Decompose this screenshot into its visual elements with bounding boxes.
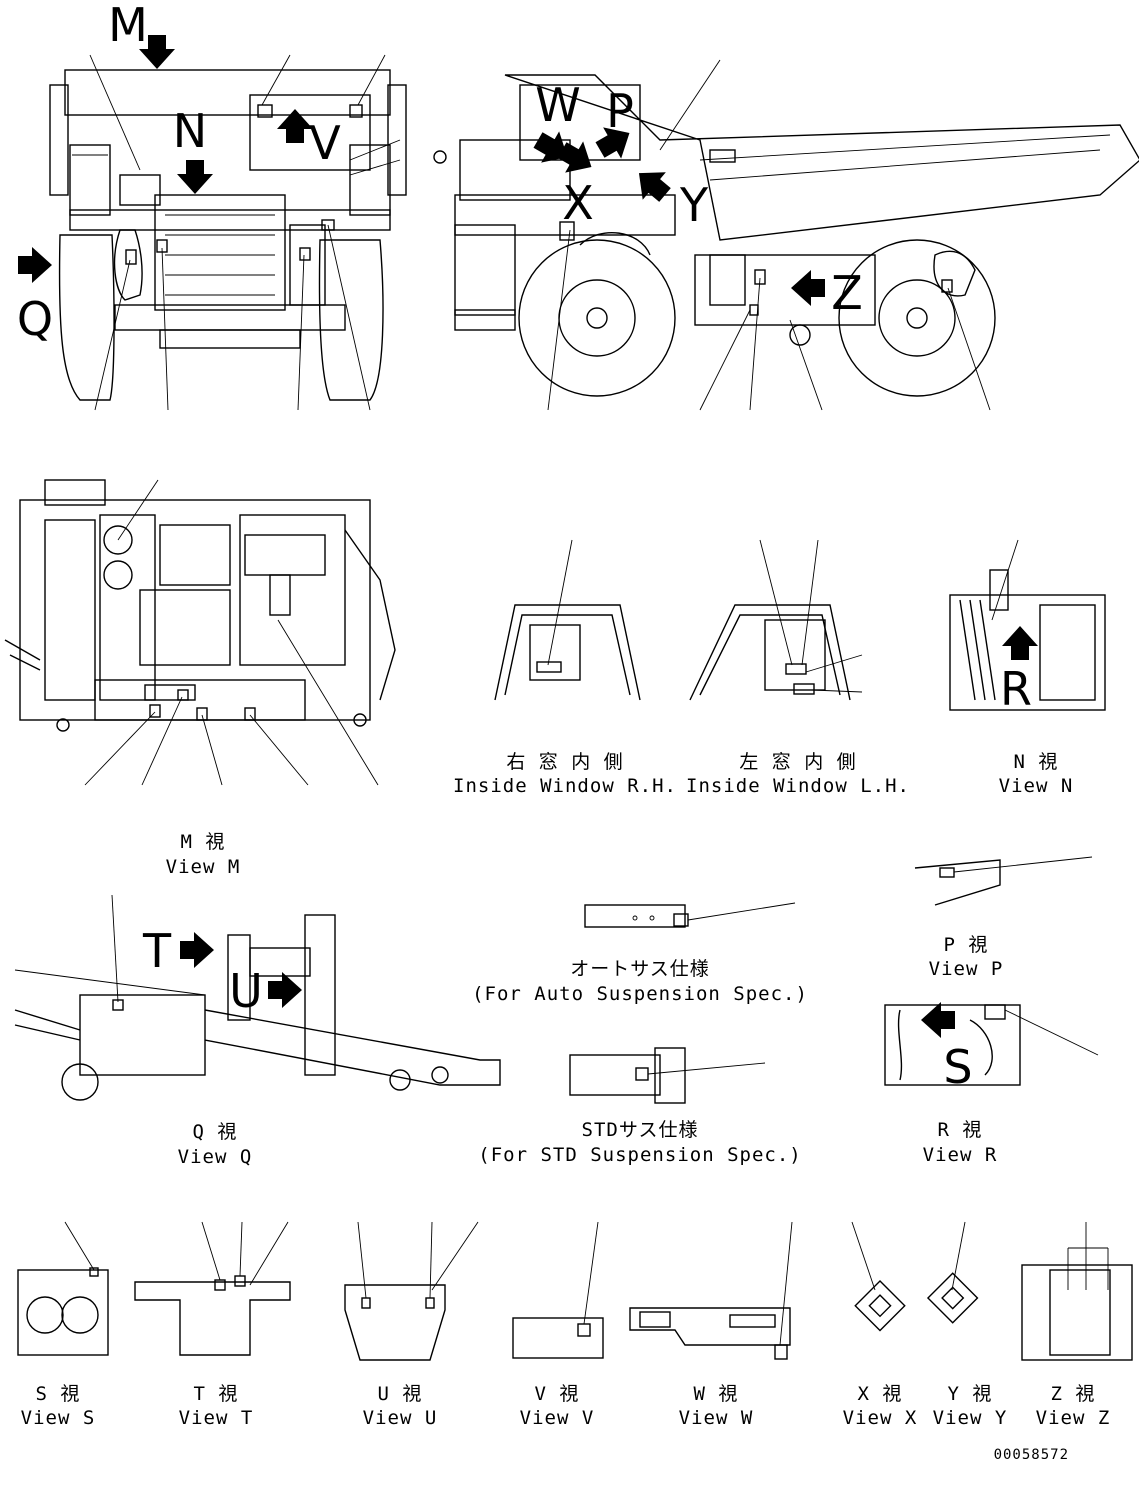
view-s-drawing <box>17 1221 109 1356</box>
view-q-drawing <box>14 894 501 1101</box>
caption-inside-window-rh-ja: 右 窓 内 側 <box>506 751 624 773</box>
caption-inside-window-rh-en: Inside Window R.H. <box>453 775 677 797</box>
auto-suspension-drawing <box>584 902 796 928</box>
caption-inside-window-lh-ja: 左 窓 内 側 <box>739 751 857 773</box>
caption-view-x-en: View X <box>842 1407 918 1429</box>
view-letter-w: W <box>535 78 581 132</box>
caption-view-s-ja: S 視 <box>35 1383 81 1405</box>
caption-view-s-en: View S <box>20 1407 96 1429</box>
caption-view-y-ja: Y 視 <box>947 1383 993 1405</box>
caption-view-z-ja: Z 視 <box>1050 1383 1096 1405</box>
caption-view-t-ja: T 視 <box>193 1383 239 1405</box>
caption-std-suspension-en: (For STD Suspension Spec.) <box>478 1144 802 1166</box>
view-x-drawing <box>851 1221 906 1332</box>
caption-view-t-en: View T <box>178 1407 254 1429</box>
view-letter-p: P <box>606 84 634 138</box>
caption-view-q-en: View Q <box>177 1146 253 1168</box>
view-m-drawing <box>4 479 396 786</box>
view-v-drawing <box>512 1221 604 1359</box>
view-p-drawing <box>914 856 1093 906</box>
view-n-drawing <box>949 539 1106 711</box>
caption-view-z-en: View Z <box>1035 1407 1111 1429</box>
view-letter-u: U <box>229 964 263 1018</box>
side-view-truck <box>433 59 1139 411</box>
view-letter-x: X <box>562 176 594 230</box>
view-y-drawing <box>926 1221 979 1324</box>
caption-view-v-en: View V <box>519 1407 595 1429</box>
caption-view-w-en: View W <box>678 1407 754 1429</box>
caption-view-n-ja: N 視 <box>1013 751 1059 773</box>
view-w-drawing <box>629 1221 793 1360</box>
caption-view-r-en: View R <box>922 1144 998 1166</box>
caption-view-p-en: View P <box>928 958 1004 980</box>
drawing-number: 00058572 <box>993 1447 1069 1463</box>
caption-view-n-en: View N <box>998 775 1074 797</box>
caption-auto-suspension-ja: オートサス仕様 <box>570 958 710 980</box>
caption-view-u-en: View U <box>362 1407 438 1429</box>
caption-auto-suspension-en: (For Auto Suspension Spec.) <box>472 983 808 1005</box>
caption-view-u-ja: U 視 <box>377 1383 423 1405</box>
view-letter-q: Q <box>16 292 54 346</box>
caption-view-y-en: View Y <box>932 1407 1008 1429</box>
caption-view-q-ja: Q 視 <box>192 1121 238 1143</box>
view-r-drawing <box>884 1002 1099 1086</box>
caption-view-m-en: View M <box>165 856 241 878</box>
caption-view-r-ja: R 視 <box>937 1119 983 1141</box>
caption-std-suspension-ja: STDサス仕様 <box>581 1119 699 1141</box>
view-z-drawing <box>1021 1222 1133 1361</box>
std-suspension-drawing <box>569 1047 766 1104</box>
view-letter-z: Z <box>831 266 863 320</box>
caption-view-v-ja: V 視 <box>534 1383 580 1405</box>
caption-view-w-ja: W 視 <box>693 1383 739 1405</box>
inside-window-lh-drawing <box>689 539 863 701</box>
view-letter-t: T <box>142 924 172 978</box>
view-letter-v: V <box>309 116 341 170</box>
view-letter-n: N <box>172 104 208 158</box>
view-letter-s: S <box>943 1040 973 1094</box>
inside-window-rh-drawing <box>494 539 641 701</box>
caption-inside-window-lh-en: Inside Window L.H. <box>686 775 910 797</box>
view-t-drawing <box>134 1221 291 1356</box>
view-u-drawing <box>344 1221 479 1361</box>
view-letter-m: M <box>108 0 148 52</box>
caption-view-m-ja: M 視 <box>180 831 226 853</box>
view-letter-y: Y <box>679 178 709 232</box>
view-letter-r: R <box>1000 662 1032 716</box>
caption-view-p-ja: P 視 <box>943 934 989 956</box>
caption-view-x-ja: X 視 <box>857 1383 903 1405</box>
front-view-truck <box>18 35 407 411</box>
